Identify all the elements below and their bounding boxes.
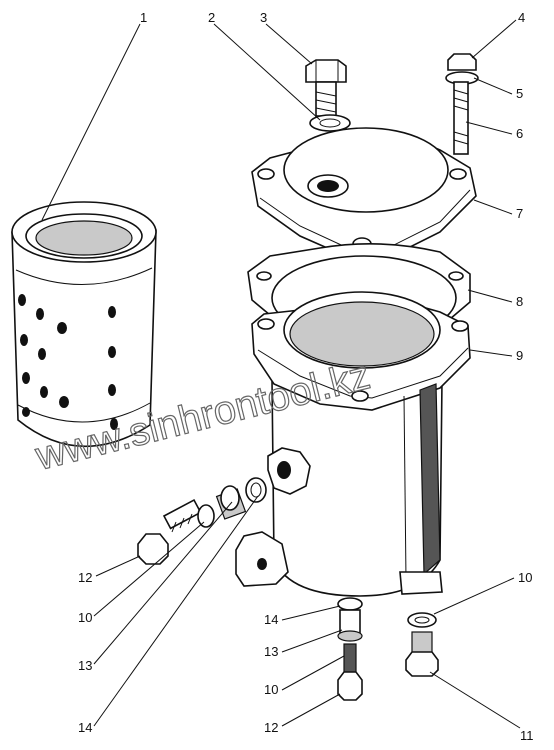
drain-fitting-parts <box>337 597 363 701</box>
cover-bolt-part <box>305 59 347 117</box>
callout-7: 7 <box>516 206 523 221</box>
callout-numbers: 1 2 3 4 5 6 7 8 9 10 12 10 13 14 14 13 1… <box>78 10 534 743</box>
callout-14-left: 14 <box>78 720 92 735</box>
left-banjo-fitting-parts <box>137 477 267 565</box>
callout-13-center: 13 <box>264 644 278 659</box>
callout-13-left: 13 <box>78 658 92 673</box>
callout-5: 5 <box>516 86 523 101</box>
callout-10-center: 10 <box>264 682 278 697</box>
callout-12-center: 12 <box>264 720 278 735</box>
stud-assembly-part <box>445 53 479 155</box>
callout-6: 6 <box>516 126 523 141</box>
bolt-washer-part <box>309 114 351 132</box>
perforation-holes <box>18 294 118 430</box>
right-plug-fitting-parts <box>405 612 439 677</box>
callout-2: 2 <box>208 10 215 25</box>
leader-lines <box>41 19 521 729</box>
filter-housing-part <box>235 291 471 597</box>
callout-3: 3 <box>260 10 267 25</box>
callout-11: 11 <box>520 728 534 743</box>
filter-element-part <box>11 201 157 448</box>
callout-10-left: 10 <box>78 610 92 625</box>
callout-9: 9 <box>516 348 523 363</box>
callout-4: 4 <box>518 10 525 25</box>
callout-14-center: 14 <box>264 612 278 627</box>
callout-10-right-upper: 10 <box>518 570 532 585</box>
callout-12-left: 12 <box>78 570 92 585</box>
callout-1: 1 <box>140 10 147 25</box>
callout-8: 8 <box>516 294 523 309</box>
filter-cover-part <box>251 127 477 263</box>
